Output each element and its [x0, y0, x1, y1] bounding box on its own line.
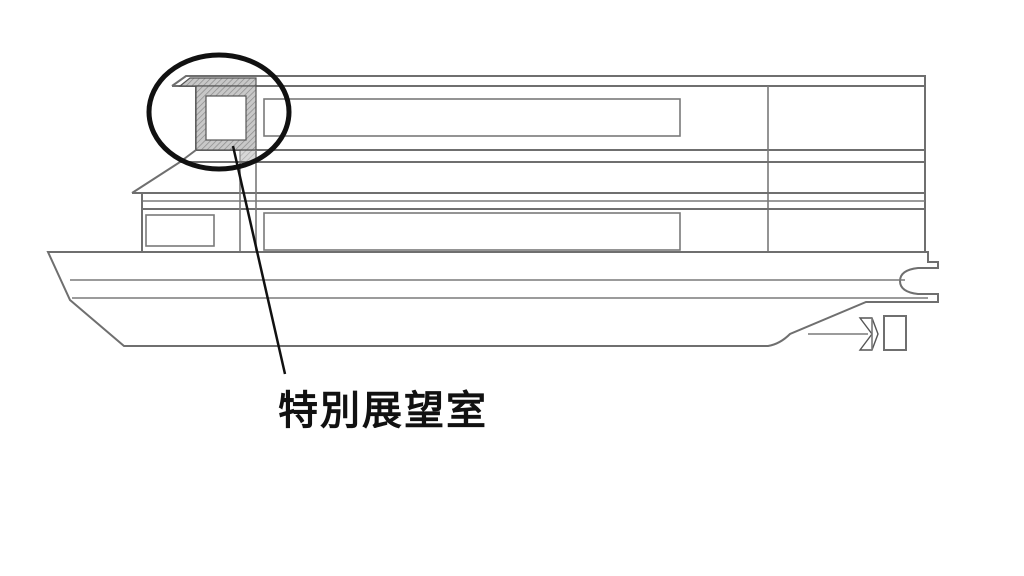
callout-leader-line	[231, 145, 287, 375]
rudder	[883, 315, 907, 351]
propeller	[808, 317, 879, 351]
hull	[46, 251, 939, 347]
upper-deck	[171, 75, 926, 252]
callout-label: 特別展望室	[278, 388, 488, 434]
observation-room-window	[205, 95, 247, 141]
observation-room	[178, 77, 257, 163]
lower-deck	[142, 212, 925, 253]
lower-long-window	[263, 212, 681, 251]
lower-front-window	[145, 214, 215, 247]
upper-long-window	[263, 98, 681, 137]
callout-circle	[146, 52, 292, 172]
